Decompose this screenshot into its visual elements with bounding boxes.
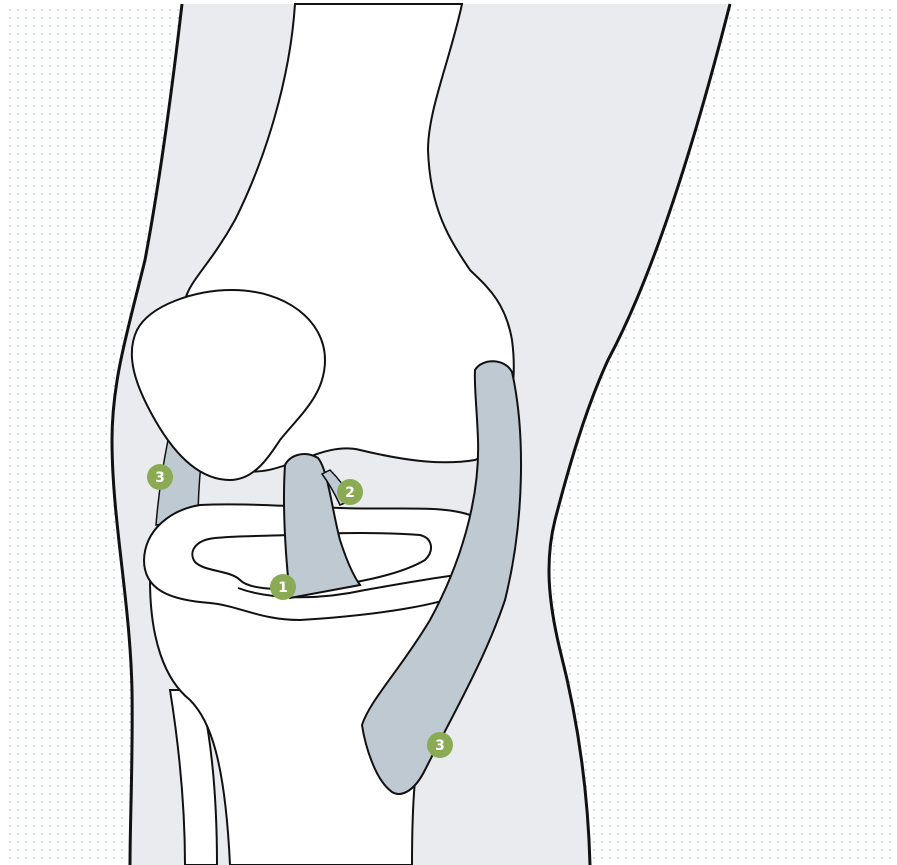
marker-2: 2 bbox=[337, 479, 363, 505]
marker-3-right-label: 3 bbox=[435, 738, 445, 754]
marker-2-label: 2 bbox=[345, 485, 355, 501]
marker-1-label: 1 bbox=[278, 580, 288, 596]
marker-3-left: 3 bbox=[147, 464, 173, 490]
marker-1: 1 bbox=[270, 574, 296, 600]
marker-3-left-label: 3 bbox=[155, 470, 165, 486]
marker-3-right: 3 bbox=[427, 732, 453, 758]
